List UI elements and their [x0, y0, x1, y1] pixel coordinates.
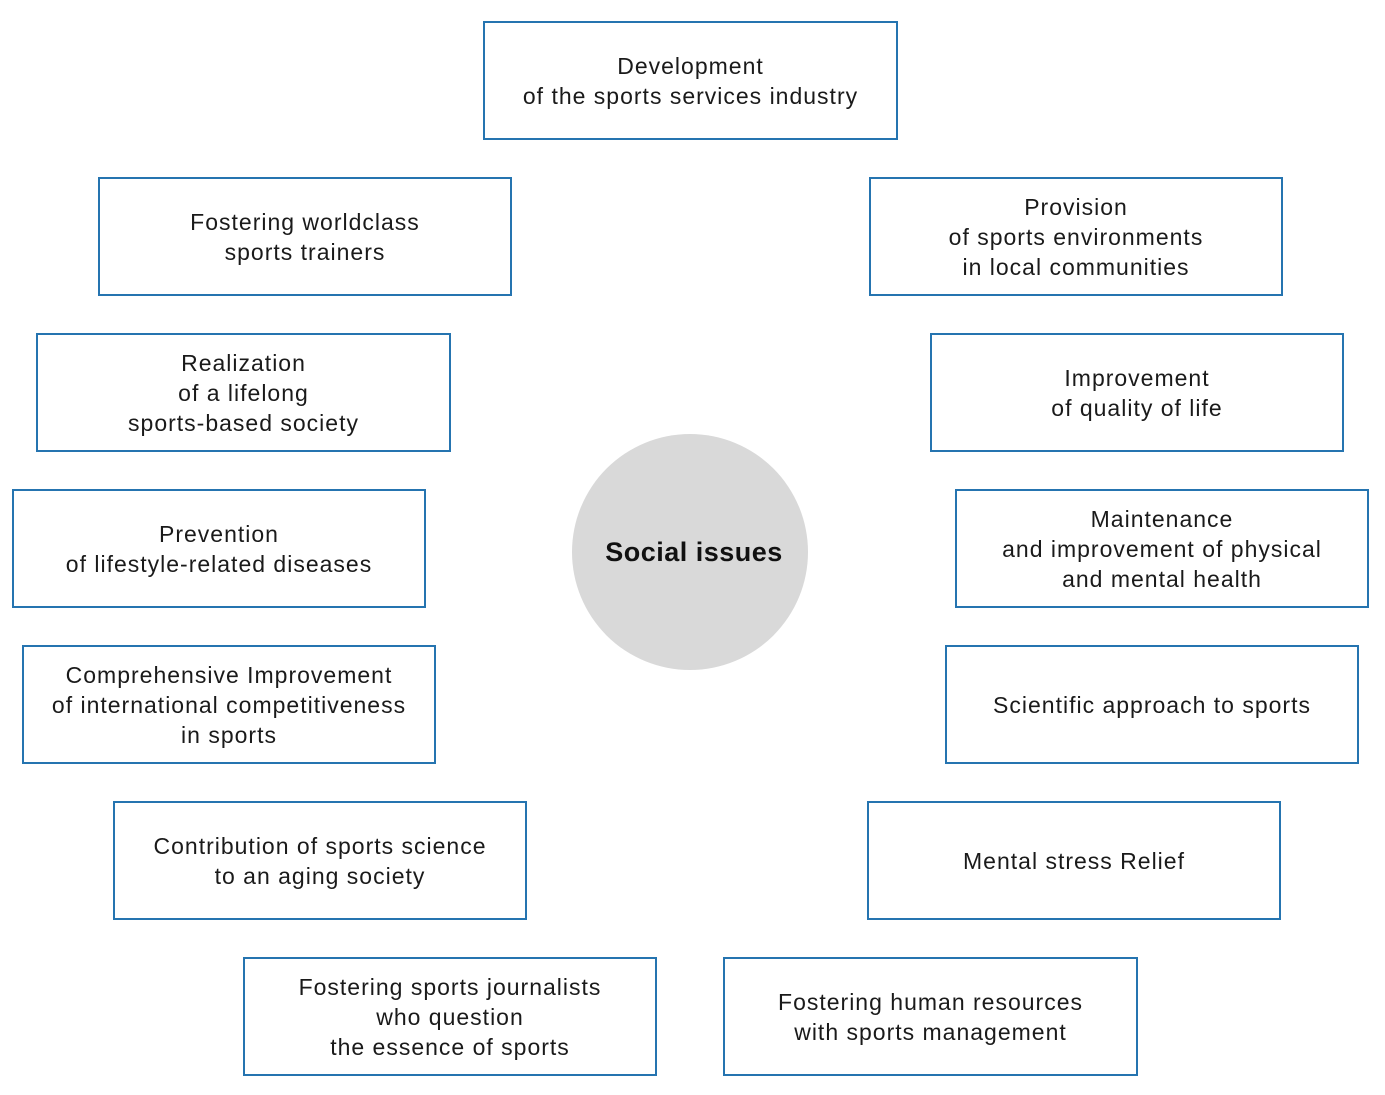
- issue-box-sports-management: Fostering human resources with sports ma…: [723, 957, 1138, 1076]
- issue-box-sports-journalists: Fostering sports journalists who questio…: [243, 957, 657, 1076]
- issue-line: of the sports services industry: [522, 82, 859, 109]
- issue-box-lifelong-sports-society: Realization of a lifelong sports-based s…: [36, 333, 451, 452]
- issue-line: Provision: [1024, 193, 1128, 220]
- issue-line: to an aging society: [214, 862, 426, 889]
- issue-line: sports trainers: [224, 238, 386, 265]
- issue-line: Scientific approach to sports: [993, 691, 1311, 718]
- center-circle: Social issues: [572, 434, 808, 670]
- issue-line: sports-based society: [128, 409, 359, 436]
- issue-box-quality-of-life: Improvement of quality of life: [930, 333, 1344, 452]
- issue-line: Fostering human resources: [778, 988, 1083, 1015]
- issue-box-lifestyle-diseases: Prevention of lifestyle-related diseases: [12, 489, 426, 608]
- issue-line: Improvement: [1064, 364, 1210, 391]
- issue-box-aging-society: Contribution of sports science to an agi…: [113, 801, 527, 920]
- issue-box-mental-stress-relief: Mental stress Relief: [867, 801, 1281, 920]
- issue-line: Prevention: [159, 520, 279, 547]
- issue-line: in sports: [181, 721, 277, 748]
- issue-line: of sports environments: [948, 223, 1204, 250]
- issue-line: and improvement of physical: [1002, 535, 1322, 562]
- issue-box-international-competitiveness: Comprehensive Improvement of internation…: [22, 645, 436, 764]
- issue-line: Contribution of sports science: [153, 832, 487, 859]
- issue-line: Mental stress Relief: [963, 847, 1185, 874]
- issue-line: Development: [617, 52, 764, 79]
- issue-line: Fostering worldclass: [190, 208, 420, 235]
- issue-line: the essence of sports: [330, 1033, 570, 1060]
- issue-line: who question: [376, 1003, 524, 1030]
- issue-box-worldclass-trainers: Fostering worldclass sports trainers: [98, 177, 512, 296]
- issue-line: Realization: [181, 349, 306, 376]
- issue-line: with sports management: [794, 1018, 1067, 1045]
- issue-line: in local communities: [962, 253, 1190, 280]
- issue-line: of a lifelong: [178, 379, 309, 406]
- issue-box-sports-services-industry: Development of the sports services indus…: [483, 21, 898, 140]
- issue-line: of lifestyle-related diseases: [65, 550, 373, 577]
- issue-line: of international competitiveness: [51, 691, 407, 718]
- issue-box-local-sports-environments: Provision of sports environments in loca…: [869, 177, 1283, 296]
- issue-line: Maintenance: [1090, 505, 1234, 532]
- issue-line: Fostering sports journalists: [298, 973, 602, 1000]
- issue-line: Comprehensive Improvement: [65, 661, 393, 688]
- issue-line: and mental health: [1062, 565, 1262, 592]
- issue-box-scientific-approach: Scientific approach to sports: [945, 645, 1359, 764]
- center-label: Social issues: [605, 536, 783, 567]
- issue-line: of quality of life: [1051, 394, 1223, 421]
- issue-box-physical-mental-health: Maintenance and improvement of physical …: [955, 489, 1369, 608]
